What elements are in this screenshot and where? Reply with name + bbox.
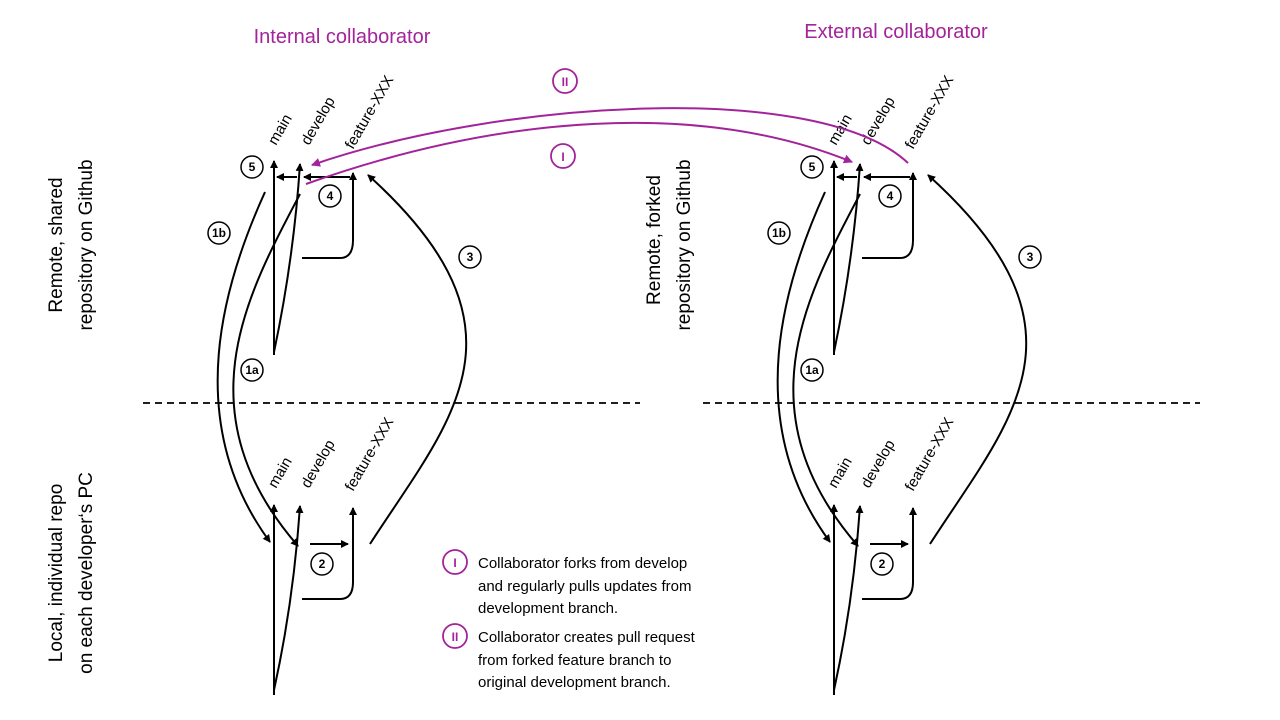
local-feature-label: feature-XXX <box>342 415 398 494</box>
arrow-1b-pull-main <box>216 191 271 543</box>
arrow-II-pull-request <box>311 107 909 167</box>
step-2-badge <box>310 552 334 576</box>
ext-step-4-badge <box>878 184 902 208</box>
ext-arrow-1b-pull-main <box>776 191 831 543</box>
remote-feature-branch <box>302 172 357 259</box>
remote-develop-branch <box>273 163 304 353</box>
ext-step-1b-badge <box>767 221 791 245</box>
remote-forked-label-line2: repository on Github <box>674 159 695 330</box>
step-1a-text: 1a <box>245 363 259 377</box>
legend-roman-I-text: I <box>453 556 456 570</box>
step-1a-badge <box>240 358 264 382</box>
remote-develop-label: develop <box>298 94 339 148</box>
step-5-text: 5 <box>249 160 256 174</box>
roman-II-text: II <box>562 75 569 89</box>
ext-arrow-1a-pull-develop <box>792 193 861 547</box>
ext-remote-feature-label: feature-XXX <box>902 73 958 152</box>
remote-main-label: main <box>265 111 296 148</box>
step-5-badge <box>240 155 264 179</box>
ext-step-1b-text: 1b <box>772 226 786 240</box>
ext-step-1a-text: 1a <box>805 363 819 377</box>
ext-remote-develop-label: develop <box>858 94 899 148</box>
legend-item1-line3: development branch. <box>478 600 618 617</box>
ext-step-5-badge <box>800 155 824 179</box>
local-repo-label-line1: Local, individual repo <box>46 484 67 663</box>
internal-collaborator-group: main develop feature-XXX main develop fe… <box>207 73 482 695</box>
legend-item2-line2: from forked feature branch to <box>478 652 671 669</box>
step-1b-badge <box>207 221 231 245</box>
local-develop-label: develop <box>298 437 339 491</box>
ext-step-2-badge <box>870 552 894 576</box>
legend-item2-line3: original development branch. <box>478 674 671 691</box>
legend-roman-II-badge <box>442 623 468 649</box>
ext-local-develop-label: develop <box>858 437 899 491</box>
remote-shared-label-line2: repository on Github <box>76 159 97 330</box>
ext-step-2-text: 2 <box>879 557 886 571</box>
heading-internal-collaborator: Internal collaborator <box>254 26 431 48</box>
local-repo-label-line2: on each developer‘s PC <box>76 472 97 674</box>
roman-I-badge <box>550 143 576 169</box>
legend-roman-II-text: II <box>452 630 459 644</box>
step-2-text: 2 <box>319 557 326 571</box>
ext-step-4-text: 4 <box>887 189 894 203</box>
legend-item1-line2: and regularly pulls updates from <box>478 578 691 595</box>
roman-I-text: I <box>561 150 564 164</box>
ext-remote-develop-branch <box>833 163 864 353</box>
legend: I Collaborator forks from develop and re… <box>442 549 696 691</box>
ext-local-develop-branch <box>833 505 864 691</box>
roman-II-badge <box>552 68 578 94</box>
legend-item2-line1: Collaborator creates pull request <box>478 629 696 646</box>
remote-shared-label-line1: Remote, shared <box>46 177 67 312</box>
ext-remote-feature-branch <box>862 172 917 259</box>
step-1b-text: 1b <box>212 226 226 240</box>
remote-feature-label: feature-XXX <box>342 73 398 152</box>
ext-step-5-text: 5 <box>809 160 816 174</box>
external-collaborator-group: main develop feature-XXX main develop fe… <box>767 73 1042 695</box>
step-3-text: 3 <box>467 250 474 264</box>
step-4-text: 4 <box>327 189 334 203</box>
arrow-I-fork-and-pull <box>305 121 853 185</box>
legend-item1-line1: Collaborator forks from develop <box>478 555 687 572</box>
arrow-3-push-feature <box>367 174 468 545</box>
arrow-1a-pull-develop <box>232 193 301 547</box>
step-3-badge <box>458 245 482 269</box>
ext-remote-main-label: main <box>825 111 856 148</box>
legend-roman-I-badge <box>442 549 468 575</box>
heading-external-collaborator: External collaborator <box>804 21 988 43</box>
ext-step-3-badge <box>1018 245 1042 269</box>
local-develop-branch <box>273 505 304 691</box>
local-main-label: main <box>265 454 296 491</box>
remote-forked-label-line1: Remote, forked <box>644 175 665 305</box>
local-feature-branch <box>302 507 357 600</box>
ext-arrow-3-push-feature <box>927 174 1028 545</box>
ext-step-1a-badge <box>800 358 824 382</box>
ext-local-main-label: main <box>825 454 856 491</box>
ext-local-feature-branch <box>862 507 917 600</box>
ext-local-feature-label: feature-XXX <box>902 415 958 494</box>
step-4-badge <box>318 184 342 208</box>
ext-step-3-text: 3 <box>1027 250 1034 264</box>
